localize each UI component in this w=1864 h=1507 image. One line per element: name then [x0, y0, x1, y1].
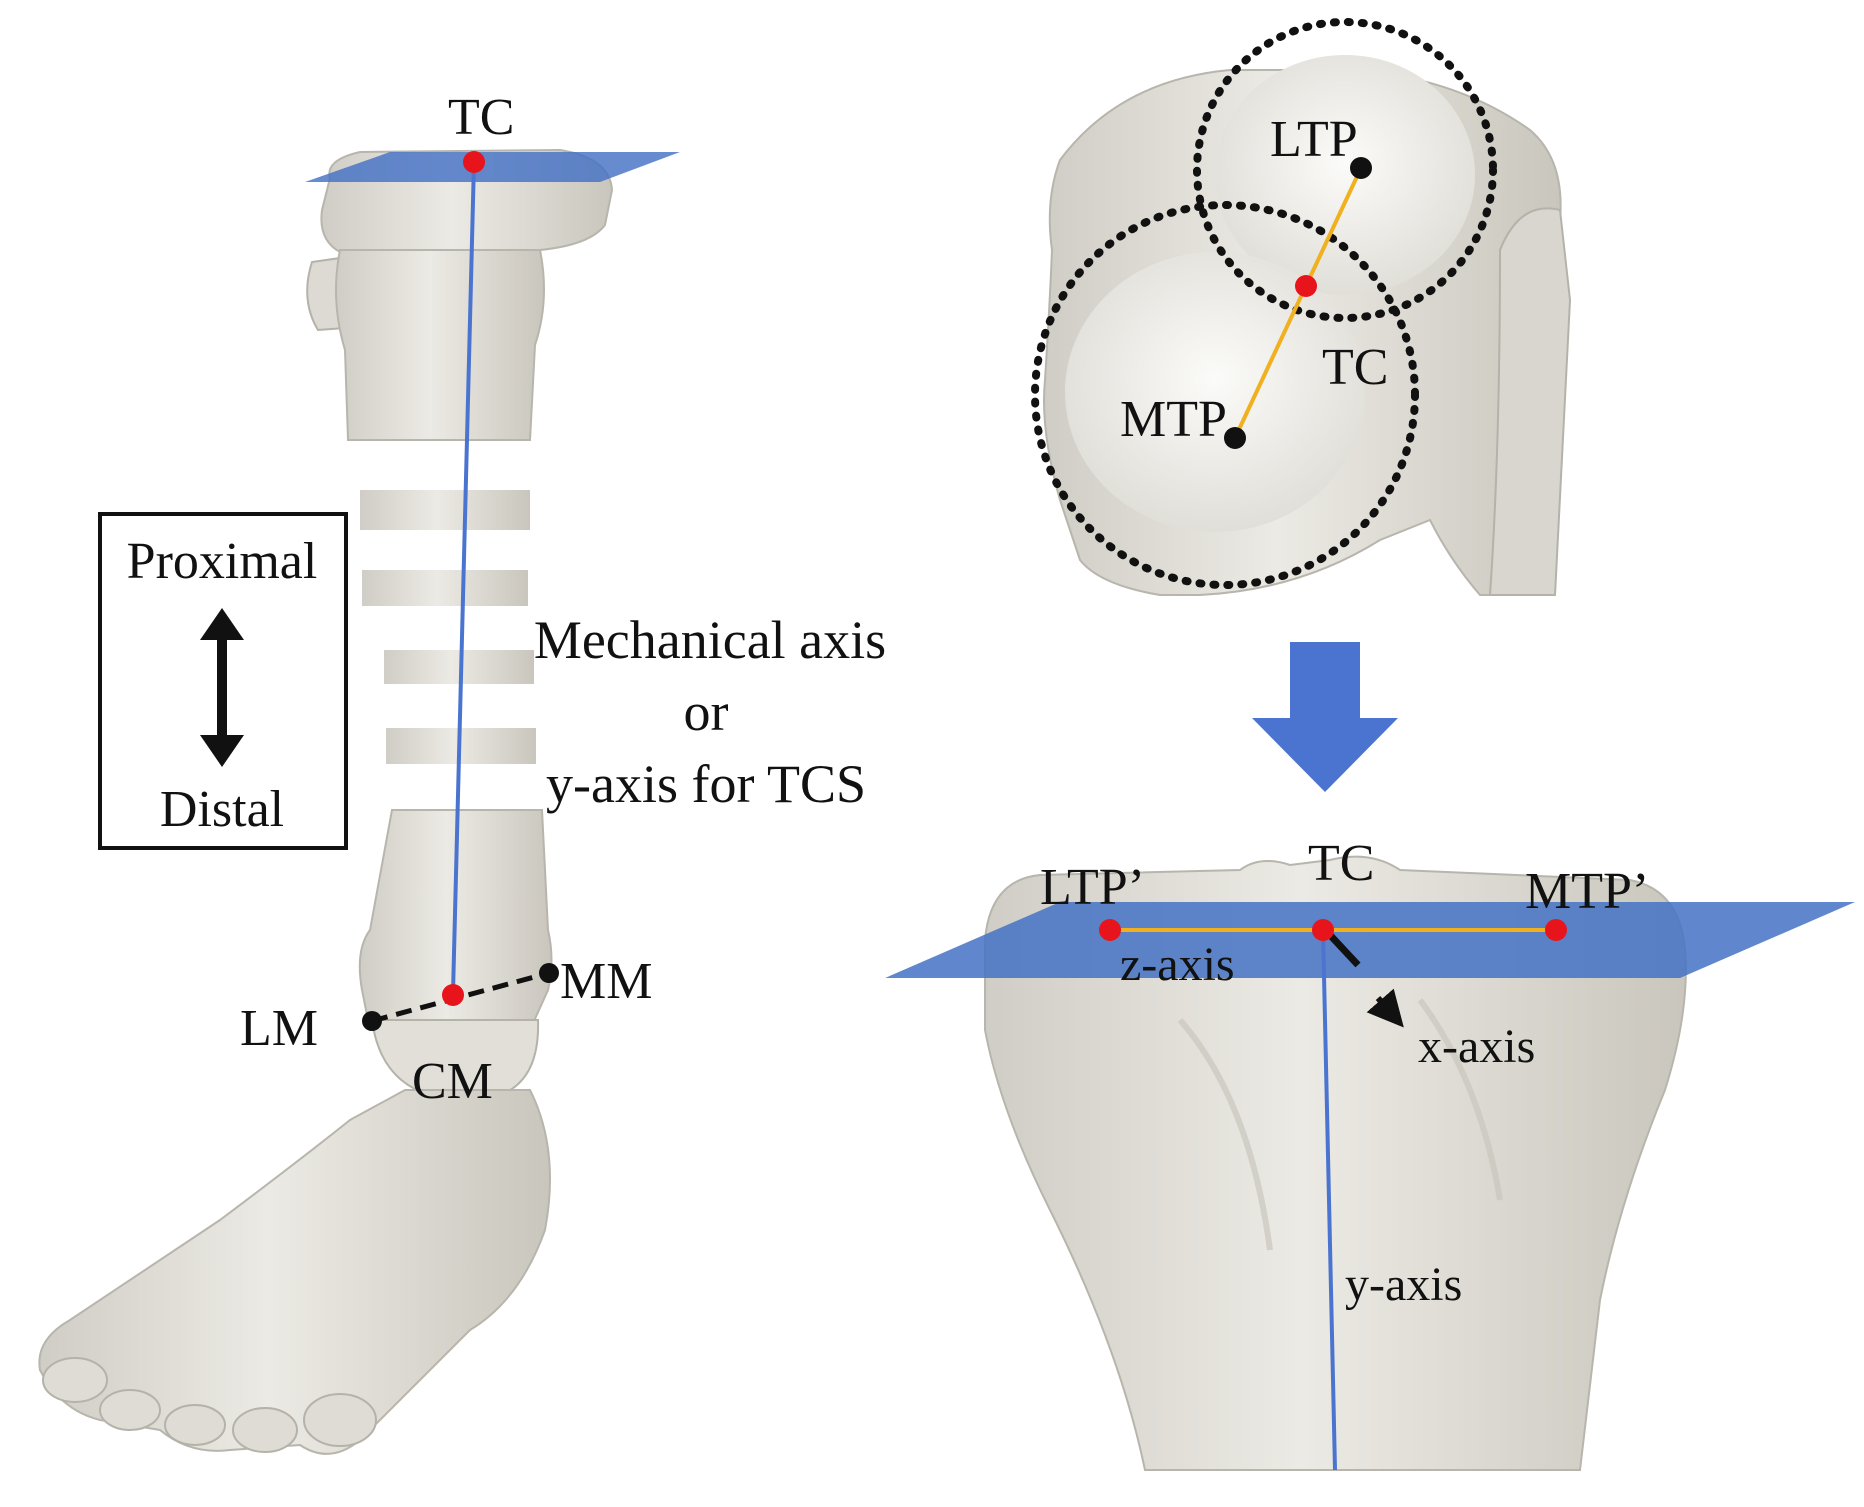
mtp-point: [1224, 427, 1246, 449]
right-top-tc-point: [1295, 275, 1317, 297]
right-top-tc-label: TC: [1322, 339, 1388, 396]
lm-point: [362, 1011, 382, 1031]
left-tc-label: TC: [448, 89, 514, 146]
right-bottom-panel: LTP’ TC MTP’ z-axis x-axis y-axis: [885, 835, 1855, 1471]
ltp-prime-label: LTP’: [1040, 859, 1145, 916]
left-panel: TC LM MM CM Mechanical axis or y-axis fo…: [38, 89, 886, 1455]
left-tc-point: [463, 151, 485, 173]
toe-1: [42, 1357, 108, 1403]
plateau-fibula: [1488, 207, 1572, 596]
axis-annotation-line2: or: [684, 682, 729, 742]
bone-ridge-2: [1417, 998, 1503, 1201]
right-bottom-tc-point: [1312, 919, 1334, 941]
toe-4: [232, 1407, 298, 1453]
bone-ridge-1: [1177, 1018, 1273, 1251]
left-shaft-fragment-1: [360, 490, 530, 530]
lateral-plateau-surface: [1215, 55, 1475, 295]
left-foot-toes: [42, 1357, 377, 1453]
mechanical-axis-line: [451, 161, 476, 994]
y-axis-label: y-axis: [1345, 1258, 1462, 1311]
direction-distal-label: Distal: [160, 781, 284, 838]
right-bottom-tc-label: TC: [1308, 835, 1374, 892]
toe-2: [99, 1389, 161, 1431]
ltp-prime-point: [1099, 919, 1121, 941]
ltp-label: LTP: [1270, 111, 1358, 168]
cm-point: [442, 984, 464, 1006]
mm-point: [539, 963, 559, 983]
plateau-connector-line: [1233, 167, 1363, 439]
x-axis-label: x-axis: [1418, 1020, 1535, 1073]
mm-label: MM: [560, 953, 652, 1010]
tcs-x-axis-arrow: [1366, 988, 1404, 1028]
axis-annotation-line1: Mechanical axis: [534, 610, 886, 670]
direction-proximal-label: Proximal: [127, 533, 318, 590]
lateral-plateau-circle: [1193, 18, 1497, 322]
ltp-point: [1350, 157, 1372, 179]
left-tibia-upper-shaft: [335, 249, 545, 441]
toe-3: [164, 1404, 226, 1446]
lm-label: LM: [240, 1000, 318, 1057]
axis-annotation-line3: y-axis for TCS: [546, 754, 866, 814]
direction-arrow-down-head: [200, 735, 244, 767]
malleolar-line: [371, 970, 550, 1024]
z-axis-label: z-axis: [1120, 938, 1235, 991]
medial-plateau-circle: [1031, 201, 1419, 589]
left-top-plane: [305, 152, 680, 182]
mtp-prime-point: [1545, 919, 1567, 941]
transition-down-arrow: [1252, 642, 1398, 792]
cm-label: CM: [412, 1053, 493, 1110]
toe-5: [303, 1393, 377, 1447]
tcs-x-axis-stub: [1327, 932, 1361, 968]
mtp-prime-label: MTP’: [1525, 863, 1649, 920]
proximal-tibia-bone: [984, 855, 1687, 1471]
left-shaft-fragment-2: [362, 570, 528, 606]
left-foot: [38, 1089, 551, 1455]
direction-legend: Proximal Distal: [98, 512, 348, 850]
direction-arrow-up-head: [200, 608, 244, 640]
tcs-y-axis-line: [1321, 929, 1337, 1471]
mtp-label: MTP: [1120, 391, 1227, 448]
right-top-panel: LTP MTP TC: [1031, 18, 1572, 596]
tcs-transverse-plane: [885, 902, 1855, 978]
